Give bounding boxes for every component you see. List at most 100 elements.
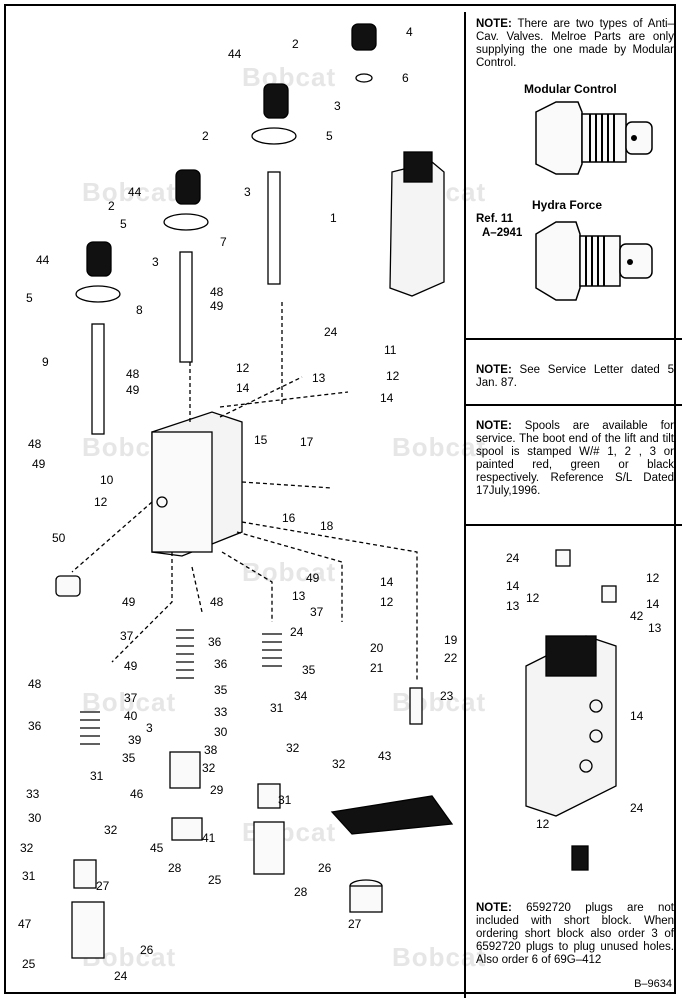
callout: 5: [26, 291, 33, 305]
flange: [163, 213, 209, 231]
callout: 48: [126, 367, 140, 381]
callout: 24: [290, 625, 304, 639]
callout: 6: [402, 71, 409, 85]
callout: 24: [506, 551, 520, 565]
flange: [75, 285, 121, 303]
callout: 31: [22, 869, 36, 883]
callout: 26: [318, 861, 332, 875]
note-text: 6592720 plugs are not included with shor…: [476, 902, 674, 966]
callout: 14: [236, 381, 250, 395]
callout: 13: [648, 621, 662, 635]
callout: 28: [168, 861, 182, 875]
plug: [55, 575, 81, 597]
note-text: There are two types of Anti–Cav. Valves.…: [476, 18, 674, 69]
sleeve: [73, 859, 97, 889]
callout: 20: [370, 641, 384, 655]
note-label: NOTE:: [476, 364, 512, 376]
callout: 39: [128, 733, 142, 747]
callout: 30: [28, 811, 42, 825]
callout: 12: [380, 595, 394, 609]
callout: 36: [28, 719, 42, 733]
note-service-letter: NOTE: See Service Letter dated 5 Jan. 87…: [476, 364, 674, 390]
callout: 21: [370, 661, 384, 675]
boot: [175, 169, 201, 205]
spring: [176, 629, 194, 679]
spool: [91, 323, 105, 435]
notes-sidebar: NOTE: There are two types of Anti–Cav. V…: [464, 12, 682, 998]
callout: 32: [20, 841, 34, 855]
detent-housing: [169, 751, 201, 789]
callout: 3: [152, 255, 159, 269]
callout: 13: [312, 371, 326, 385]
note-spools: NOTE: Spools are available for service. …: [476, 420, 674, 498]
modular-control-valve-illustration: [535, 101, 653, 175]
note-service-letter-panel: NOTE: See Service Letter dated 5 Jan. 87…: [466, 340, 682, 406]
callout: 12: [386, 369, 400, 383]
callout: 36: [214, 657, 228, 671]
valve-caps: [403, 151, 433, 183]
callout: 38: [204, 743, 218, 757]
callout: 12: [536, 817, 550, 831]
callout: 48: [210, 595, 224, 609]
sleeve: [257, 783, 281, 809]
callout: 12: [94, 495, 108, 509]
cap-body: [349, 885, 383, 913]
housing: [253, 821, 285, 875]
callout: 14: [380, 391, 394, 405]
callout: 24: [630, 801, 644, 815]
callout: 29: [210, 783, 224, 797]
diagram-number: B–9634: [634, 978, 672, 990]
callout: 2: [292, 37, 299, 51]
callout: 42: [630, 609, 644, 623]
callout: 49: [32, 457, 46, 471]
callout: 48: [210, 285, 224, 299]
callout: 27: [348, 917, 362, 931]
callout: 25: [22, 957, 36, 971]
callout: 35: [122, 751, 136, 765]
dashed-leaders: [71, 302, 418, 682]
callout: 45: [150, 841, 164, 855]
callout: 3: [334, 99, 341, 113]
callout: 3: [146, 721, 153, 735]
note-text: Spools are available for service. The bo…: [476, 420, 674, 497]
callout: 12: [646, 571, 660, 585]
callout: 25: [208, 873, 222, 887]
washer: [355, 73, 373, 83]
callout: 14: [506, 579, 520, 593]
callout: 12: [526, 591, 540, 605]
flange: [251, 127, 297, 145]
callout: 33: [214, 705, 228, 719]
callout: 2: [202, 129, 209, 143]
boot: [263, 83, 289, 119]
note-plugs: NOTE: 6592720 plugs are not included wit…: [476, 902, 674, 967]
callout: 32: [332, 757, 346, 771]
parts-drawing: [55, 23, 454, 959]
callout: 13: [506, 599, 520, 613]
callout: 18: [320, 519, 334, 533]
callout: 2: [108, 199, 115, 213]
callout: 17: [300, 435, 314, 449]
gasket-sheet: [330, 795, 454, 835]
spring: [262, 633, 282, 667]
cap: [171, 817, 203, 841]
callout: 9: [42, 355, 49, 369]
callout: 5: [326, 129, 333, 143]
callout: 32: [202, 761, 216, 775]
callout: 40: [124, 709, 138, 723]
note-text: See Service Letter dated 5 Jan. 87.: [476, 364, 674, 389]
port: [156, 496, 168, 508]
callout: 44: [228, 47, 242, 61]
callout: 49: [306, 571, 320, 585]
modular-control-title: Modular Control: [524, 82, 617, 96]
callout: 4: [406, 25, 413, 39]
callout: 23: [440, 689, 454, 703]
callout: 46: [130, 787, 144, 801]
callout: 48: [28, 437, 42, 451]
callout: 10: [100, 473, 114, 487]
callout: 11: [384, 343, 397, 357]
spring: [80, 711, 100, 745]
callout: 27: [96, 879, 110, 893]
callout: 14: [646, 597, 660, 611]
spool: [267, 171, 281, 285]
callout: 12: [236, 361, 250, 375]
